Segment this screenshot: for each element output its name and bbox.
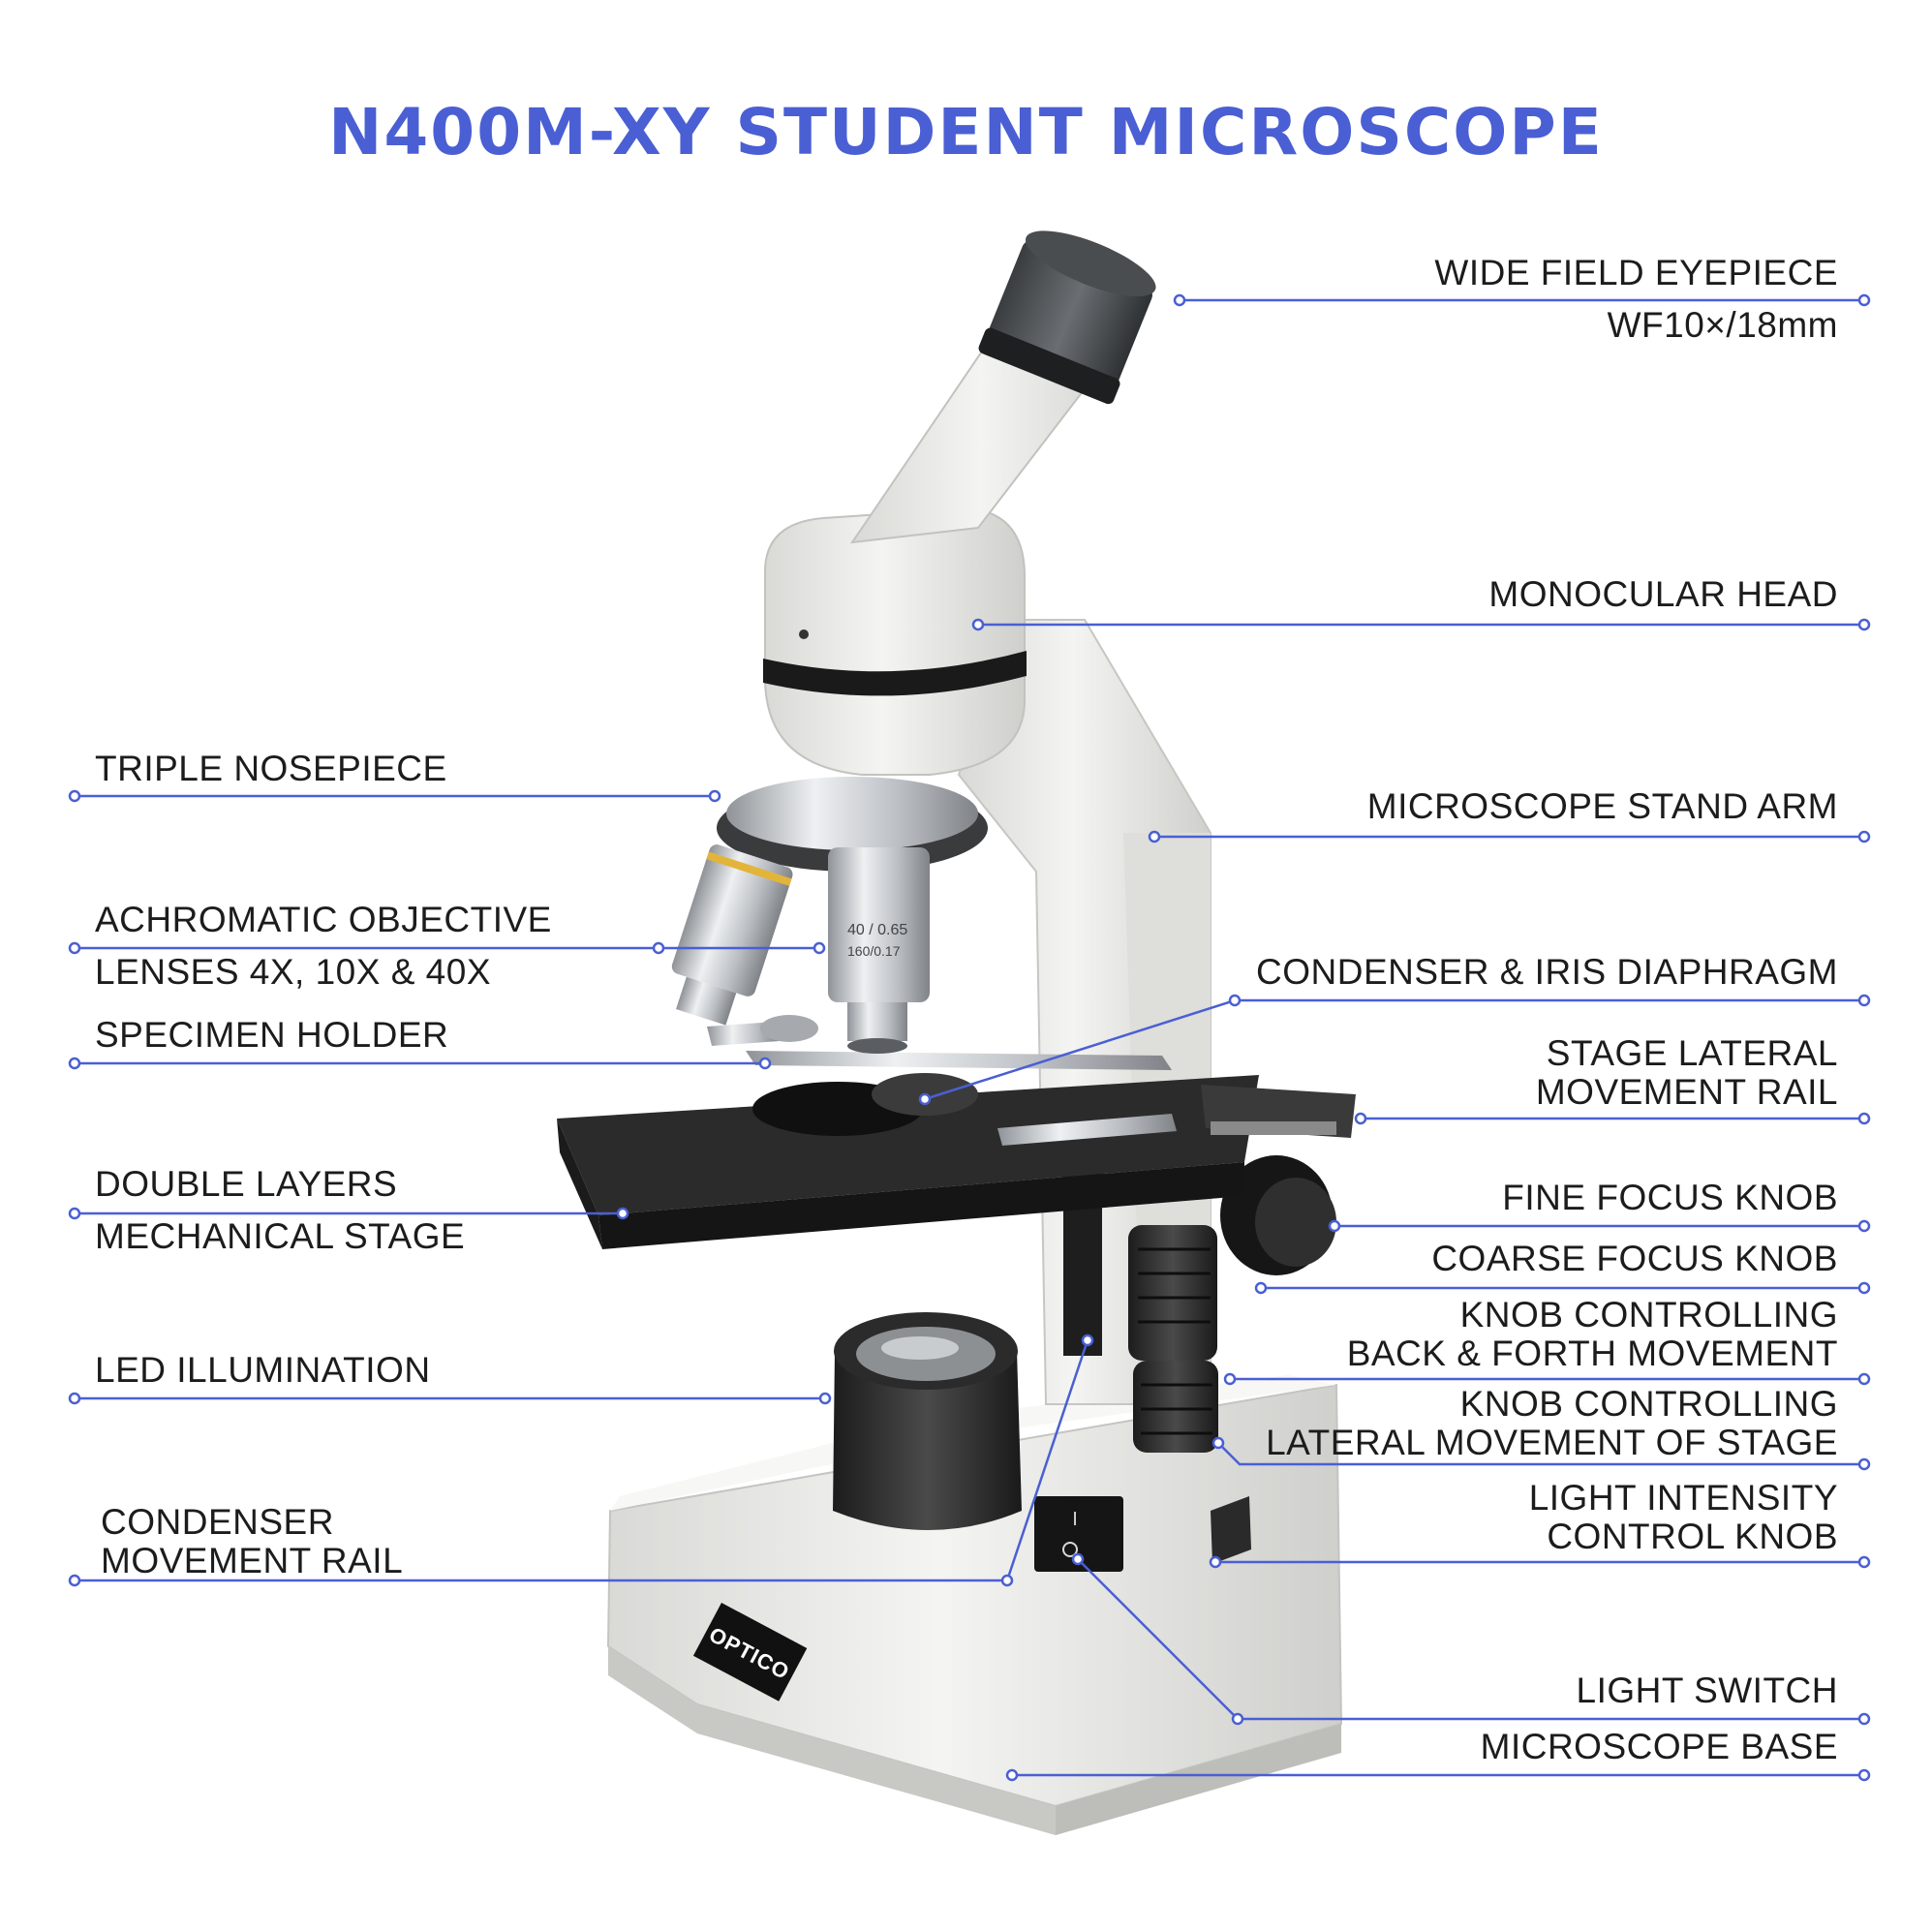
diagram-title: N400M-XY STUDENT MICROSCOPE [328, 95, 1604, 169]
label-condenser-iris: CONDENSER & IRIS DIAPHRAGM [1256, 952, 1838, 992]
focus-knobs [1128, 1155, 1336, 1453]
label-eyepiece: WIDE FIELD EYEPIECE WF10×/18mm [1434, 254, 1838, 345]
label-knob-lateral-line2: LATERAL MOVEMENT OF STAGE [1266, 1423, 1838, 1462]
label-base: MICROSCOPE BASE [1480, 1727, 1838, 1766]
label-condenser-rail-line1: CONDENSER [101, 1502, 334, 1542]
label-knob-lateral: KNOB CONTROLLING LATERAL MOVEMENT OF STA… [1266, 1385, 1838, 1462]
label-led: LED ILLUMINATION [95, 1350, 431, 1390]
label-monocular-head: MONOCULAR HEAD [1488, 574, 1838, 614]
label-lateral-rail-line2: MOVEMENT RAIL [1535, 1072, 1838, 1112]
label-light-intensity-line1: LIGHT INTENSITY [1528, 1478, 1838, 1518]
leader-dots [68, 293, 1871, 1782]
label-light-intensity: LIGHT INTENSITY CONTROL KNOB [1529, 1479, 1838, 1556]
label-lateral-rail: STAGE LATERAL MOVEMENT RAIL [1536, 1034, 1838, 1112]
light-intensity-knob [1211, 1496, 1251, 1564]
label-objectives-line2: LENSES 4X, 10X & 40X [95, 952, 492, 992]
label-condenser-rail-line2: MOVEMENT RAIL [101, 1541, 404, 1580]
svg-text:I: I [1072, 1509, 1078, 1530]
label-light-intensity-line2: CONTROL KNOB [1547, 1517, 1838, 1556]
label-mech-stage: DOUBLE LAYERS MECHANICAL STAGE [95, 1165, 465, 1256]
label-eyepiece-line2: WF10×/18mm [1607, 305, 1838, 345]
label-objectives-line1: ACHROMATIC OBJECTIVE [95, 900, 552, 939]
light-switch: I [1034, 1496, 1123, 1572]
leader-lines [75, 298, 1864, 1777]
microscope-base [606, 1375, 1343, 1835]
label-eyepiece-line1: WIDE FIELD EYEPIECE [1434, 253, 1838, 292]
label-nosepiece: TRIPLE NOSEPIECE [95, 749, 447, 788]
label-objectives: ACHROMATIC OBJECTIVE LENSES 4X, 10X & 40… [95, 901, 552, 992]
eyepiece [849, 230, 1156, 544]
label-lateral-rail-line1: STAGE LATERAL [1546, 1033, 1838, 1073]
label-mech-stage-line1: DOUBLE LAYERS [95, 1164, 398, 1204]
mechanical-stage [557, 1075, 1356, 1249]
label-knob-lateral-line1: KNOB CONTROLLING [1459, 1384, 1838, 1424]
label-knob-back-forth-line1: KNOB CONTROLLING [1459, 1295, 1838, 1334]
objective-marking-2: 160/0.17 [847, 943, 901, 959]
monocular-head [763, 506, 1027, 776]
label-stand-arm: MICROSCOPE STAND ARM [1366, 786, 1838, 826]
label-knob-back-forth-line2: BACK & FORTH MOVEMENT [1346, 1334, 1838, 1373]
label-mech-stage-line2: MECHANICAL STAGE [95, 1216, 466, 1256]
objective-lenses: 40 / 0.65 160/0.17 [671, 844, 930, 1054]
label-specimen-holder: SPECIMEN HOLDER [95, 1015, 449, 1055]
label-fine-focus: FINE FOCUS KNOB [1502, 1178, 1838, 1217]
led-illuminator [833, 1312, 1022, 1530]
objective-marking-1: 40 / 0.65 [847, 922, 907, 938]
label-coarse-focus: COARSE FOCUS KNOB [1431, 1239, 1838, 1278]
label-condenser-rail: CONDENSER MOVEMENT RAIL [101, 1503, 403, 1580]
label-knob-back-forth: KNOB CONTROLLING BACK & FORTH MOVEMENT [1347, 1296, 1838, 1373]
label-light-switch: LIGHT SWITCH [1576, 1671, 1838, 1710]
